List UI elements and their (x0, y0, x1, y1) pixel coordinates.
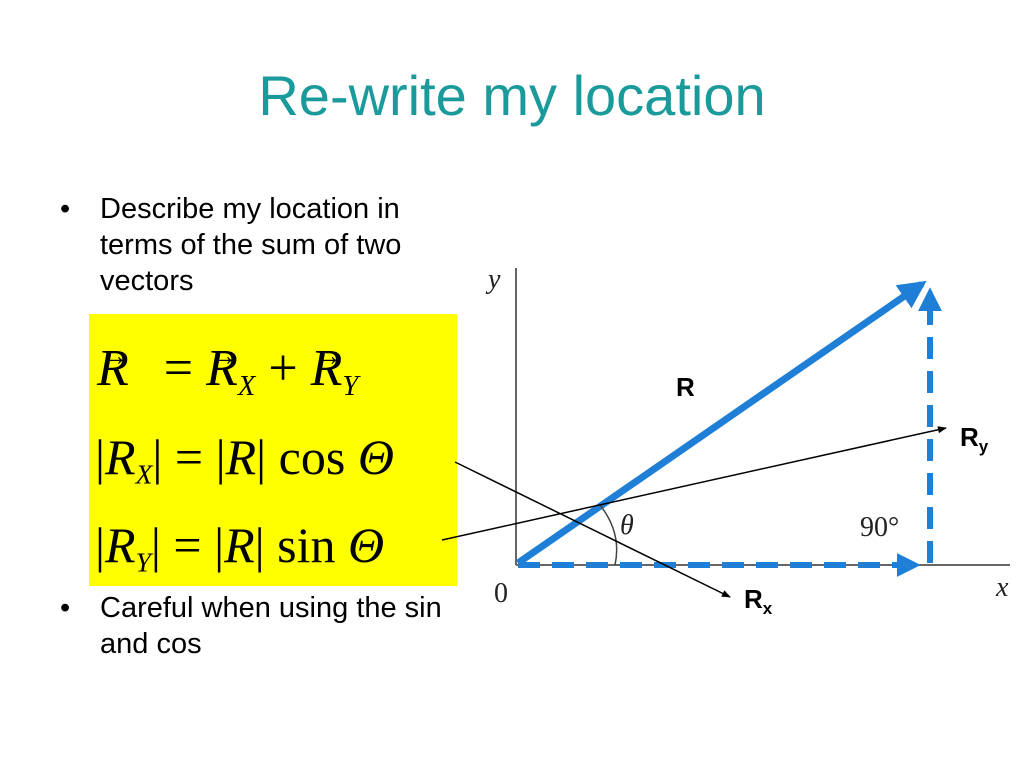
subscript-y: Y (342, 371, 359, 402)
slide-title: Re-write my location (258, 64, 766, 127)
r-symbol: R (105, 517, 136, 573)
label-ry-sub: y (978, 437, 989, 456)
sin-term: | sin (254, 517, 336, 573)
label-ry: Ry (960, 422, 988, 457)
subscript-x: X (237, 371, 256, 402)
bullet-dot: • (60, 592, 71, 624)
label-ry-main: R (960, 422, 979, 452)
theta-symbol: Θ (357, 429, 394, 485)
r-symbol: R (224, 517, 255, 573)
rx-magnitude-equation: |RX| = |R| cos Θ (95, 422, 394, 510)
vector-ry: R (311, 322, 343, 404)
label-rx-main: R (744, 584, 763, 614)
bullet-text: Careful when using the sin and cos (100, 592, 442, 660)
r-symbol: R (105, 429, 136, 485)
label-rx: Rx (744, 584, 772, 619)
abs-open: | (95, 517, 106, 573)
angle-arc (599, 504, 618, 566)
equals-abs: | = | (152, 429, 226, 485)
bullet-text: Describe my location in terms of the sum… (100, 193, 402, 297)
subscript-x: X (135, 458, 153, 490)
equation-highlight-box: R = RX + RY |RX| = |R| cos Θ |RY| = |R| … (89, 314, 457, 586)
bullet-dot: • (60, 193, 71, 225)
theta-label: θ (620, 510, 634, 541)
y-axis-label: y (488, 264, 501, 295)
vector-r: R (97, 322, 129, 404)
cos-term: | cos (256, 429, 346, 485)
label-r: R (676, 372, 695, 402)
x-axis-label: x (996, 572, 1009, 603)
abs-open: | (95, 429, 106, 485)
vector-rx: R (206, 322, 238, 404)
label-rx-sub: x (762, 599, 773, 618)
pointer-line-rx (454, 461, 731, 598)
pointer-line-ry (441, 426, 947, 541)
plus-sign: + (268, 340, 298, 397)
r-symbol: R (225, 429, 257, 485)
right-angle-label: 90° (860, 512, 900, 543)
vector-sum-equation: R = RX + RY (97, 322, 359, 422)
resultant-vector-r (516, 280, 927, 566)
ry-magnitude-equation: |RY| = |R| sin Θ (95, 510, 384, 598)
theta-symbol: Θ (347, 517, 385, 573)
origin-label: 0 (494, 578, 508, 609)
equals-sign: = (163, 340, 194, 397)
subscript-y: Y (135, 546, 151, 578)
equals-abs: | = | (150, 517, 225, 573)
